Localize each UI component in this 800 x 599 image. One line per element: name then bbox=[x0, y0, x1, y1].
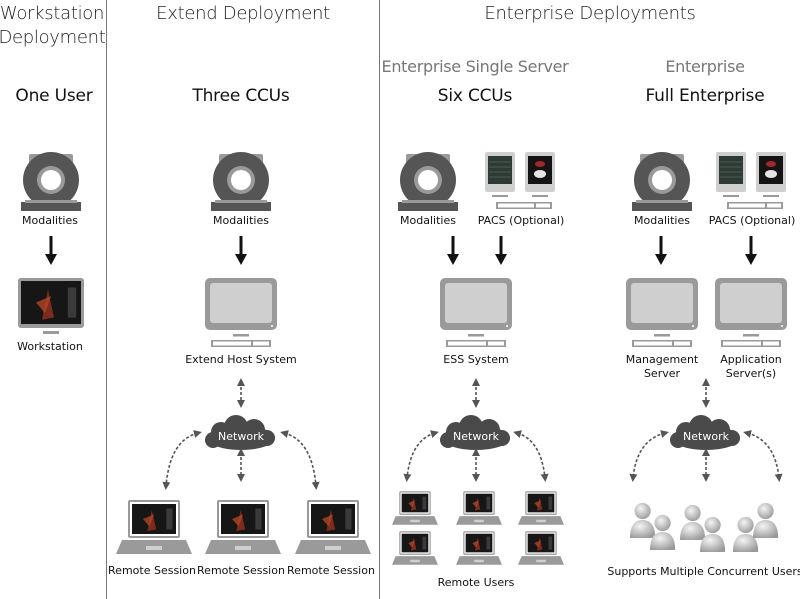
pacs-workstations-icon bbox=[715, 152, 789, 212]
modality-scanner-icon bbox=[19, 150, 83, 214]
dashed-arrow-right bbox=[743, 430, 783, 482]
modalities-label: Modalities bbox=[213, 214, 269, 227]
network-diagram: Network bbox=[110, 378, 375, 498]
scanner-shape bbox=[632, 152, 692, 211]
remote-user-laptop-icon bbox=[392, 491, 438, 525]
pacs-label: PACS (Optional) bbox=[477, 214, 565, 227]
remote-user-laptop-icon bbox=[392, 531, 438, 565]
ess-system-label: ESS System bbox=[443, 353, 509, 366]
scanner-shape bbox=[211, 152, 271, 211]
pacs-workstations-icon bbox=[484, 152, 558, 212]
down-arrow-icon bbox=[745, 236, 757, 265]
down-arrow-icon bbox=[45, 236, 57, 265]
enterprise-title: Enterprise Deployments bbox=[484, 3, 696, 24]
modality-scanner-icon bbox=[209, 150, 273, 214]
user-person-icon bbox=[700, 516, 726, 552]
enterprise-single-server-subtitle: Six CCUs bbox=[437, 86, 513, 106]
remote-session-laptop-icon bbox=[205, 498, 281, 556]
scanner-shape bbox=[398, 152, 458, 211]
user-person-icon bbox=[630, 502, 656, 538]
concurrent-users-icon bbox=[625, 500, 795, 558]
application-server-label-line2: Server(s) bbox=[725, 367, 777, 380]
remote-users-label: Remote Users bbox=[437, 576, 515, 589]
extend-title: Extend Deployment bbox=[156, 3, 330, 24]
computer-shape bbox=[626, 278, 698, 347]
dashed-arrow-left bbox=[629, 430, 669, 482]
network-label: Network bbox=[683, 430, 730, 443]
remote-session-laptop-icon bbox=[116, 498, 192, 556]
down-arrow-icon bbox=[495, 236, 507, 265]
workstation-title: Workstation Deployment bbox=[0, 2, 108, 50]
dashed-arrow-right bbox=[280, 430, 320, 490]
remote-user-laptop-icon bbox=[456, 531, 502, 565]
down-arrow-icon bbox=[655, 236, 667, 265]
remote-user-laptop-icon bbox=[518, 531, 564, 565]
remote-session-label: Remote Session bbox=[287, 564, 375, 577]
management-server-label-line2: Server bbox=[643, 367, 681, 380]
enterprise-full-category: Enterprise bbox=[665, 57, 745, 76]
scanner-shape bbox=[21, 152, 81, 211]
remote-session-label: Remote Session bbox=[197, 564, 285, 577]
extend-subtitle: Three CCUs bbox=[192, 86, 290, 106]
column-divider-2 bbox=[379, 0, 380, 599]
management-server-icon bbox=[624, 278, 700, 350]
network-diagram: Network bbox=[385, 378, 567, 490]
extend-host-computer-icon bbox=[203, 278, 279, 350]
pacs-label: PACS (Optional) bbox=[708, 214, 796, 227]
user-person-icon bbox=[753, 502, 779, 538]
computer-shape bbox=[715, 278, 787, 347]
remote-session-label: Remote Session bbox=[108, 564, 196, 577]
network-cloud-icon: Network bbox=[205, 415, 275, 450]
network-cloud-icon: Network bbox=[440, 415, 510, 450]
modalities-label: Modalities bbox=[400, 214, 456, 227]
workstation-subtitle: One User bbox=[15, 86, 93, 106]
application-server-label: Application Server(s) bbox=[701, 353, 800, 381]
user-person-icon bbox=[733, 516, 759, 552]
enterprise-full-subtitle: Full Enterprise bbox=[645, 86, 765, 106]
management-server-label-line1: Management bbox=[625, 353, 699, 366]
modality-scanner-icon bbox=[630, 150, 694, 214]
remote-user-laptop-icon bbox=[456, 491, 502, 525]
workstation-title-line1: Workstation bbox=[0, 3, 105, 24]
network-label: Network bbox=[453, 430, 500, 443]
network-label: Network bbox=[218, 430, 265, 443]
computer-shape bbox=[205, 278, 277, 347]
remote-session-laptop-icon bbox=[295, 498, 371, 556]
user-person-icon bbox=[680, 504, 706, 540]
remote-user-laptop-icon bbox=[518, 491, 564, 525]
dashed-arrow-left bbox=[162, 430, 202, 490]
dashed-arrow-right bbox=[513, 430, 549, 482]
workstation-monitor-icon bbox=[17, 278, 85, 338]
network-cloud-icon: Network bbox=[670, 415, 740, 450]
modalities-label: Modalities bbox=[22, 214, 78, 227]
management-server-label: Management Server bbox=[612, 353, 712, 381]
dashed-arrow-left bbox=[403, 430, 439, 482]
column-divider-1 bbox=[106, 0, 107, 599]
computer-shape bbox=[440, 278, 512, 347]
down-arrow-icon bbox=[447, 236, 459, 265]
down-arrow-icon bbox=[235, 236, 247, 265]
remote-users-laptops bbox=[388, 490, 568, 568]
ess-system-computer-icon bbox=[438, 278, 514, 350]
concurrent-users-label: Supports Multiple Concurrent Users bbox=[607, 565, 800, 578]
workstation-title-line2: Deployment bbox=[0, 27, 106, 48]
modality-scanner-icon bbox=[396, 150, 460, 214]
application-server-icon bbox=[713, 278, 789, 350]
user-person-icon bbox=[650, 514, 676, 550]
workstation-label: Workstation bbox=[17, 340, 83, 353]
application-server-label-line1: Application bbox=[720, 353, 782, 366]
network-diagram: Network bbox=[615, 378, 797, 490]
enterprise-single-server-category: Enterprise Single Server bbox=[381, 57, 569, 76]
modalities-label: Modalities bbox=[634, 214, 690, 227]
extend-host-label: Extend Host System bbox=[185, 353, 297, 366]
